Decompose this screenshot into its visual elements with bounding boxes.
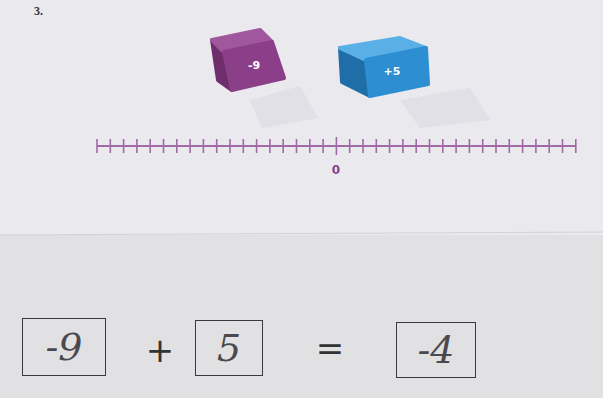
number-line-tick bbox=[203, 139, 205, 153]
die-shape bbox=[198, 28, 288, 94]
number-line-tick bbox=[429, 139, 431, 153]
number-line-tick bbox=[149, 139, 151, 153]
die-face bbox=[366, 48, 428, 96]
answer-box: 5 bbox=[195, 320, 263, 376]
number-line-tick bbox=[389, 139, 391, 153]
number-line-tick bbox=[243, 139, 245, 153]
number-line-tick bbox=[256, 139, 258, 153]
number-line-tick bbox=[309, 139, 311, 153]
number-line-tick bbox=[322, 139, 324, 153]
number-line-tick bbox=[136, 139, 138, 153]
zero-mark: 0 bbox=[332, 163, 340, 177]
die-value: +5 bbox=[384, 65, 401, 78]
number-line-tick bbox=[336, 137, 338, 155]
handwritten-answer: 5 bbox=[217, 326, 241, 370]
number-line-tick bbox=[455, 139, 457, 153]
page-lower bbox=[0, 235, 603, 398]
number-line-tick bbox=[575, 139, 577, 153]
question-number: 3. bbox=[34, 4, 43, 19]
number-line-tick bbox=[96, 139, 98, 153]
purple-die: -9 bbox=[198, 28, 288, 94]
number-line-tick bbox=[508, 139, 510, 153]
number-line-tick bbox=[189, 139, 191, 153]
number-line-tick bbox=[562, 139, 564, 153]
number-line-tick bbox=[415, 139, 417, 153]
number-line-tick bbox=[296, 139, 298, 153]
handwritten-answer: -9 bbox=[45, 325, 82, 369]
handwritten-answer: -4 bbox=[417, 328, 454, 372]
equals-sign: = bbox=[316, 328, 345, 368]
number-line-tick bbox=[163, 139, 165, 153]
page-fold bbox=[0, 232, 603, 235]
die-face bbox=[224, 42, 284, 90]
number-line-tick bbox=[482, 139, 484, 153]
number-line-tick bbox=[269, 139, 271, 153]
number-line-tick bbox=[375, 139, 377, 153]
number-line-tick bbox=[349, 139, 351, 153]
die-shape bbox=[330, 34, 432, 100]
blue-die: +5 bbox=[330, 34, 432, 100]
number-line-tick bbox=[495, 139, 497, 153]
die-shadow bbox=[250, 86, 318, 128]
plus-sign: + bbox=[146, 330, 175, 370]
number-line-tick bbox=[469, 139, 471, 153]
die-shadow bbox=[400, 88, 490, 128]
number-line-tick bbox=[535, 139, 537, 153]
number-line bbox=[97, 137, 576, 155]
die-value: -9 bbox=[248, 59, 260, 72]
number-line-tick bbox=[216, 139, 218, 153]
number-line-tick bbox=[229, 139, 231, 153]
number-line-tick bbox=[282, 139, 284, 153]
number-line-tick bbox=[123, 139, 125, 153]
answer-box: -4 bbox=[396, 322, 476, 378]
number-line-tick bbox=[402, 139, 404, 153]
answer-box: -9 bbox=[22, 318, 106, 376]
page-upper bbox=[0, 0, 603, 235]
number-line-tick bbox=[522, 139, 524, 153]
number-line-tick bbox=[110, 139, 112, 153]
number-line-tick bbox=[362, 139, 364, 153]
number-line-tick bbox=[176, 139, 178, 153]
number-line-tick bbox=[548, 139, 550, 153]
number-line-tick bbox=[442, 139, 444, 153]
